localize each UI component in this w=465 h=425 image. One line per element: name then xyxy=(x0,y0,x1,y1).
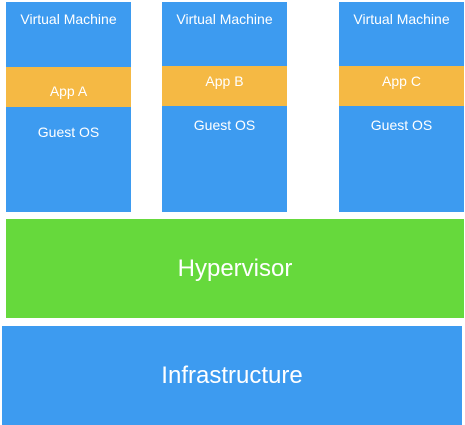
guest-os-label: Guest OS xyxy=(193,117,256,133)
app-c-block: App C xyxy=(339,66,464,106)
app-a-block: App A xyxy=(6,67,131,107)
vm-title: Virtual Machine xyxy=(353,11,450,27)
vm-title: Virtual Machine xyxy=(176,11,273,27)
app-label: App B xyxy=(205,73,244,89)
virtual-machine-b: Virtual Machine App B Guest OS xyxy=(162,2,287,212)
infrastructure-label: Infrastructure xyxy=(161,361,303,389)
app-b-block: App B xyxy=(162,66,287,106)
vm-title: Virtual Machine xyxy=(20,11,117,27)
app-label: App A xyxy=(49,83,88,99)
hypervisor-label: Hypervisor xyxy=(177,254,293,282)
guest-os-label: Guest OS xyxy=(37,124,100,140)
infrastructure-layer: Infrastructure xyxy=(2,326,462,425)
app-label: App C xyxy=(382,73,421,89)
virtual-machine-c: Virtual Machine App C Guest OS xyxy=(339,2,464,212)
guest-os-label: Guest OS xyxy=(370,117,433,133)
hypervisor-layer: Hypervisor xyxy=(6,219,464,318)
virtual-machine-a: Virtual Machine App A Guest OS xyxy=(6,2,131,212)
